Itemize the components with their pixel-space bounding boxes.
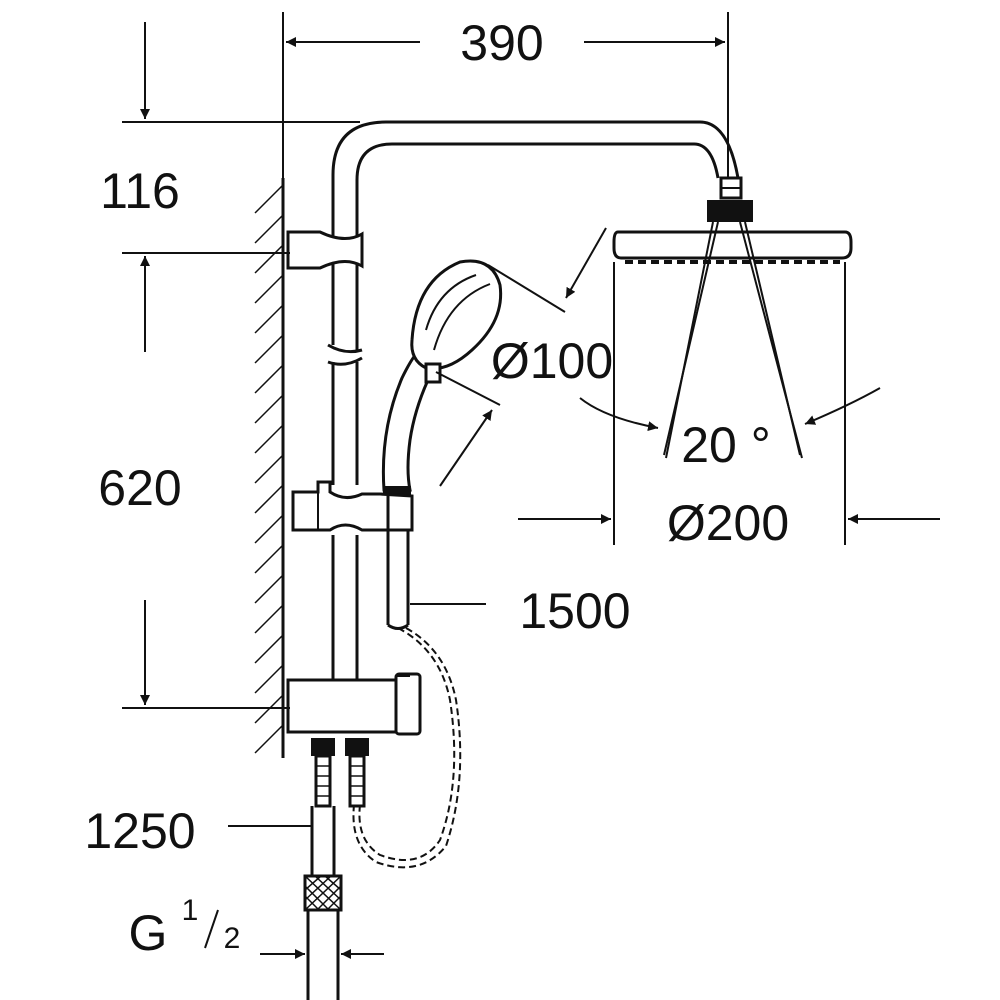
- dimension-handshower-diameter: Ø100: [435, 227, 613, 487]
- spray-angle-lines: [579, 221, 881, 459]
- handshower-holder: [291, 480, 414, 532]
- label-thread-denominator: 2: [224, 922, 241, 955]
- label-thread-prefix: G: [129, 905, 168, 961]
- riser-pipe: [327, 120, 740, 680]
- supply-hose: [303, 806, 343, 1000]
- dimension-height-620: 620: [98, 460, 290, 709]
- thermostat-body: [286, 672, 422, 736]
- label-supply-hose-length: 1250: [84, 803, 195, 859]
- label-hose-length: 1500: [519, 583, 630, 639]
- label-head-diameter: Ø200: [667, 495, 789, 551]
- label-spray-angle: 20 °: [681, 417, 771, 473]
- dimension-head-diameter: Ø200: [518, 495, 940, 551]
- label-620: 620: [98, 460, 181, 516]
- upper-wall-bracket: [286, 230, 364, 270]
- label-390: 390: [460, 15, 543, 71]
- dimension-hose-1250: 1250: [84, 803, 312, 859]
- wall-hatching: [254, 178, 285, 758]
- label-116: 116: [100, 163, 180, 219]
- inlet-connectors: [311, 738, 369, 808]
- handshower-hose: [352, 496, 462, 869]
- label-thread-numerator: 1: [182, 894, 199, 927]
- label-handshower-diameter: Ø100: [491, 333, 613, 389]
- dimension-hose-1500: 1500: [410, 583, 631, 639]
- hand-shower: [381, 259, 503, 496]
- dimension-height-116: 116: [100, 22, 360, 352]
- overhead-shower-head: [612, 176, 853, 545]
- dimension-width-390: 390: [282, 12, 729, 178]
- dimension-thread: G 1 2: [129, 894, 384, 961]
